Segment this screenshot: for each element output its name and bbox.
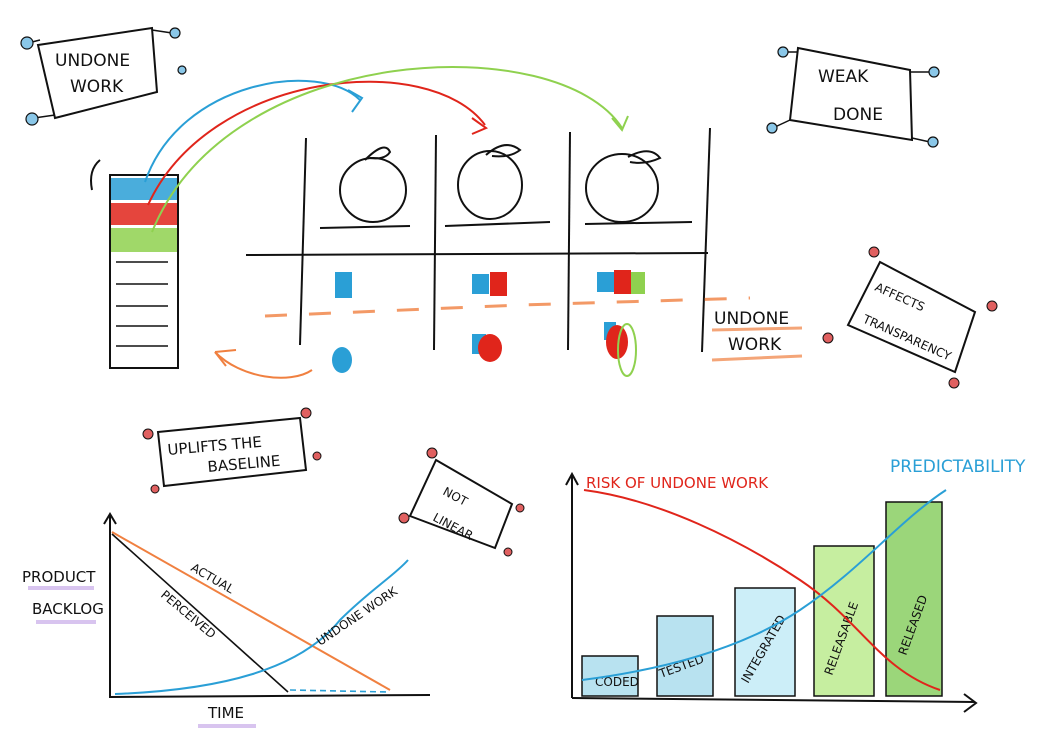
note-line-2: WORK — [70, 77, 124, 97]
risk-label: RISK OF UNDONE WORK — [586, 474, 769, 492]
pin-icon — [300, 407, 312, 419]
perceived-line — [111, 533, 289, 693]
backlog-stack — [90, 159, 179, 369]
risk-curve — [583, 489, 941, 691]
backlog-item-green — [111, 228, 177, 252]
task-token — [332, 347, 352, 373]
note-affects-transparency: AFFECTS TRANSPARENCY — [822, 246, 998, 389]
task-token — [614, 270, 631, 294]
board-undone-label-1: UNDONE — [714, 309, 789, 329]
note-line-1: WEAK — [818, 67, 869, 87]
undone-work-curve — [114, 559, 409, 695]
pin-icon — [142, 428, 154, 440]
predictability-curve — [581, 489, 947, 681]
actual-line — [111, 531, 391, 691]
pin-icon — [777, 46, 789, 58]
bar-integrated: INTEGRATED — [734, 587, 796, 697]
task-token — [597, 272, 614, 292]
pin-icon — [822, 332, 834, 344]
bar-released: RELEASED — [885, 501, 943, 697]
pin-icon — [150, 484, 160, 494]
task-board: UNDONE WORK — [214, 127, 803, 379]
pin-icon — [948, 377, 960, 389]
pin-icon — [312, 451, 322, 461]
note-uplifts-baseline: UPLIFTS THE BASELINE — [142, 407, 322, 494]
pin-icon — [169, 27, 181, 39]
pin-icon — [20, 36, 34, 50]
undone-work-label: UNDONE WORK — [314, 583, 401, 648]
perceived-label: PERCEIVED — [158, 588, 218, 642]
task-token — [478, 334, 502, 362]
note-not-linear: NOT LINEAR — [398, 447, 525, 557]
pin-icon — [177, 65, 187, 75]
y-axis-label-1: PRODUCT — [22, 568, 96, 586]
person-icon — [444, 144, 551, 227]
pin-icon — [868, 246, 880, 258]
pin-icon — [766, 122, 778, 134]
bar-coded: CODED — [581, 655, 639, 697]
pin-icon — [515, 503, 525, 513]
undone-work-dashed-line — [264, 296, 751, 318]
predictability-label: PREDICTABILITY — [890, 457, 1026, 477]
y-axis-label-2: BACKLOG — [32, 600, 104, 618]
pin-icon — [986, 300, 998, 312]
note-line-1: UNDONE — [55, 51, 130, 71]
person-icon — [319, 146, 411, 229]
pin-icon — [398, 512, 410, 524]
note-line-2: DONE — [833, 105, 883, 125]
task-token — [631, 272, 645, 294]
pin-icon — [928, 66, 940, 78]
pin-icon — [503, 547, 513, 557]
task-token — [606, 325, 628, 359]
backlog-item-blue — [111, 178, 177, 200]
bar-tested: TESTED — [656, 615, 714, 697]
bar-releasable: RELEASABLE — [813, 545, 875, 697]
task-token — [490, 272, 507, 296]
task-token — [472, 274, 489, 294]
task-token — [617, 323, 637, 377]
person-icon — [584, 150, 693, 225]
note-undone-work: UNDONE WORK — [20, 26, 187, 126]
pin-icon — [927, 136, 939, 148]
pin-icon — [426, 447, 438, 459]
flow-arrows — [144, 66, 629, 233]
bar-label: CODED — [595, 675, 639, 689]
burndown-chart: ACTUAL PERCEIVED UNDONE WORK PRODUCT BAC… — [22, 512, 431, 728]
task-token — [335, 272, 352, 298]
board-undone-label-2: WORK — [728, 335, 782, 355]
return-arrow — [214, 351, 313, 379]
x-axis-label: TIME — [207, 704, 244, 722]
pin-icon — [25, 112, 39, 126]
backlog-item-red — [111, 203, 177, 225]
risk-predictability-chart: CODED TESTED INTEGRATED RELEASABLE RELEA… — [565, 457, 1026, 713]
note-weak-done: WEAK DONE — [766, 46, 940, 148]
